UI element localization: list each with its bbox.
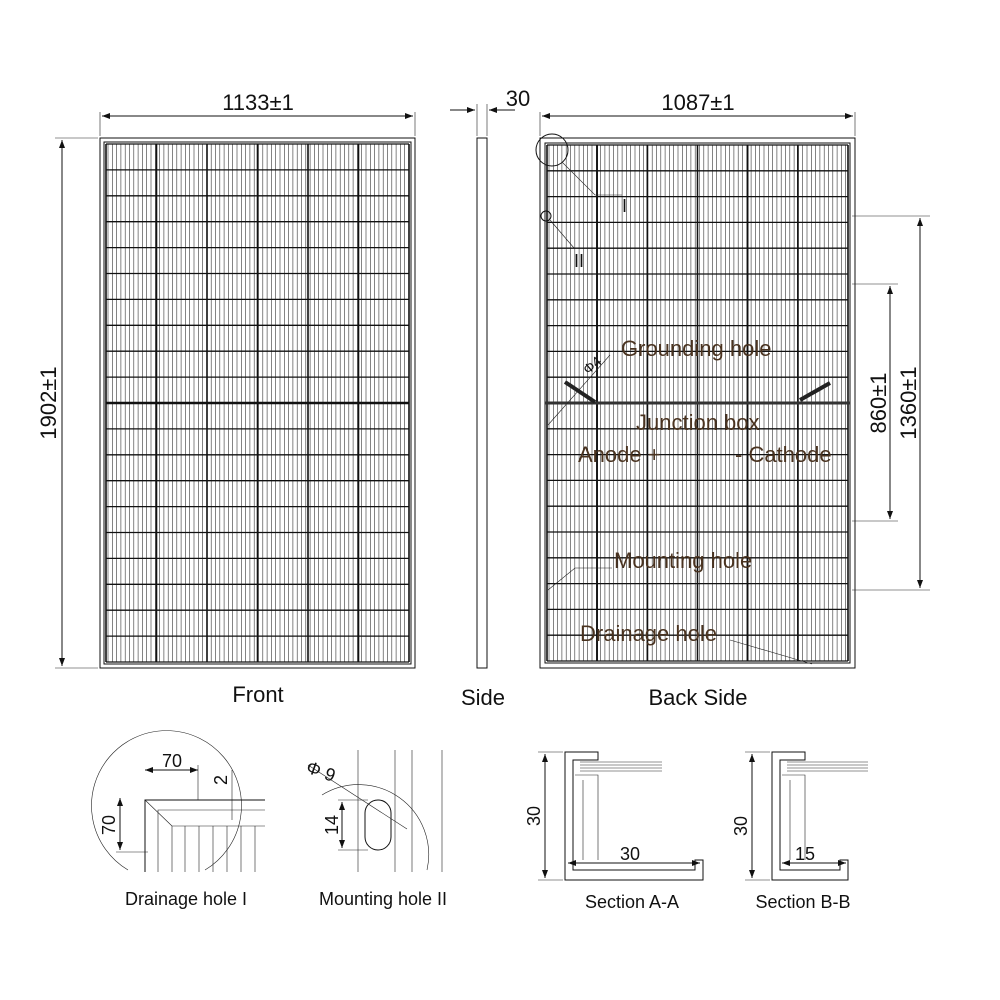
mounting-hole-detail: 14 Φ 9 Mounting hole II	[304, 750, 447, 909]
mounting-dim-14: 14	[322, 815, 342, 835]
dimension-1360: 1360±1	[896, 366, 921, 439]
section-aa: 30 30 Section A-A	[524, 751, 704, 912]
anode-cable	[563, 380, 597, 404]
back-view: 1087±1 1360±1 860±1 I II Φ4 Grounding ho…	[535, 90, 930, 710]
dimension-860: 860±1	[866, 372, 891, 433]
side-thickness-dimension: 30	[506, 86, 530, 111]
section-bb-dim-width: 15	[795, 844, 815, 864]
section-aa-title: Section A-A	[585, 892, 679, 912]
front-height-dimension: 1902±1	[36, 366, 61, 439]
detail-II-label: II	[574, 251, 584, 271]
grounding-hole-label: Grounding hole	[621, 336, 771, 361]
drainage-hole-detail: 70 70 2 Drainage hole I	[91, 730, 265, 909]
mounting-dim-diameter: Φ 9	[304, 757, 338, 786]
drainage-dim-height: 70	[99, 815, 119, 835]
drainage-hole-label: Drainage hole	[580, 621, 717, 646]
front-view: 1133±1 1902±1 Front	[36, 90, 416, 707]
cathode-cable	[799, 381, 831, 402]
drainage-dim-width: 70	[162, 751, 182, 771]
side-title: Side	[461, 685, 505, 710]
mounting-hole-label: Mounting hole	[614, 548, 752, 573]
section-bb-dim-height: 30	[731, 816, 751, 836]
front-width-dimension: 1133±1	[222, 90, 294, 115]
detail-II-circle	[540, 210, 552, 222]
cathode-label: - Cathode	[735, 442, 832, 467]
section-bb: 30 15 Section B-B	[731, 751, 868, 912]
section-bb-title: Section B-B	[755, 892, 850, 912]
mounting-detail-title: Mounting hole II	[319, 889, 447, 909]
anode-label: Anode +	[578, 442, 661, 467]
front-cell-grid	[105, 143, 410, 663]
drainage-detail-title: Drainage hole I	[125, 889, 247, 909]
side-view: 30 Side	[450, 86, 530, 710]
section-aa-dim-height: 30	[524, 806, 544, 826]
detail-I-label: I	[622, 196, 627, 216]
back-title: Back Side	[648, 685, 747, 710]
detail-I-circle	[535, 133, 569, 167]
back-width-dimension: 1087±1	[661, 90, 734, 115]
front-title: Front	[232, 682, 283, 707]
drainage-dim-2: 2	[211, 775, 231, 785]
junction-box-label: Junction box	[636, 410, 760, 435]
section-aa-dim-width: 30	[620, 844, 640, 864]
